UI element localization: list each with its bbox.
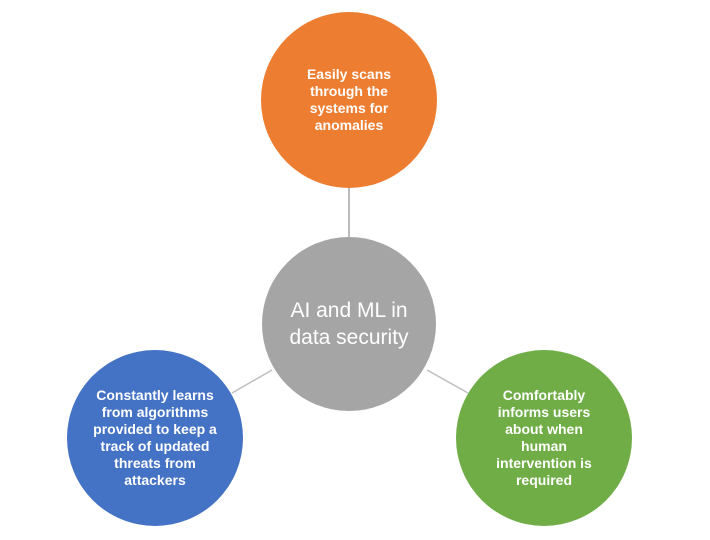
node-learns-algorithms: Constantly learns from algorithms provid… <box>67 350 243 526</box>
node-scans-anomalies: Easily scans through the systems for ano… <box>261 12 437 188</box>
node-informs-users: Comfortably informs users about when hum… <box>456 350 632 526</box>
connector-left <box>231 369 273 394</box>
center-label: AI and ML in data security <box>289 299 409 349</box>
node-label: Comfortably informs users about when hum… <box>496 387 592 488</box>
node-label: Constantly learns from algorithms provid… <box>93 387 217 488</box>
connector-right <box>426 369 469 394</box>
node-label: Easily scans through the systems for ano… <box>306 66 392 133</box>
center-node: AI and ML in data security <box>262 237 436 411</box>
